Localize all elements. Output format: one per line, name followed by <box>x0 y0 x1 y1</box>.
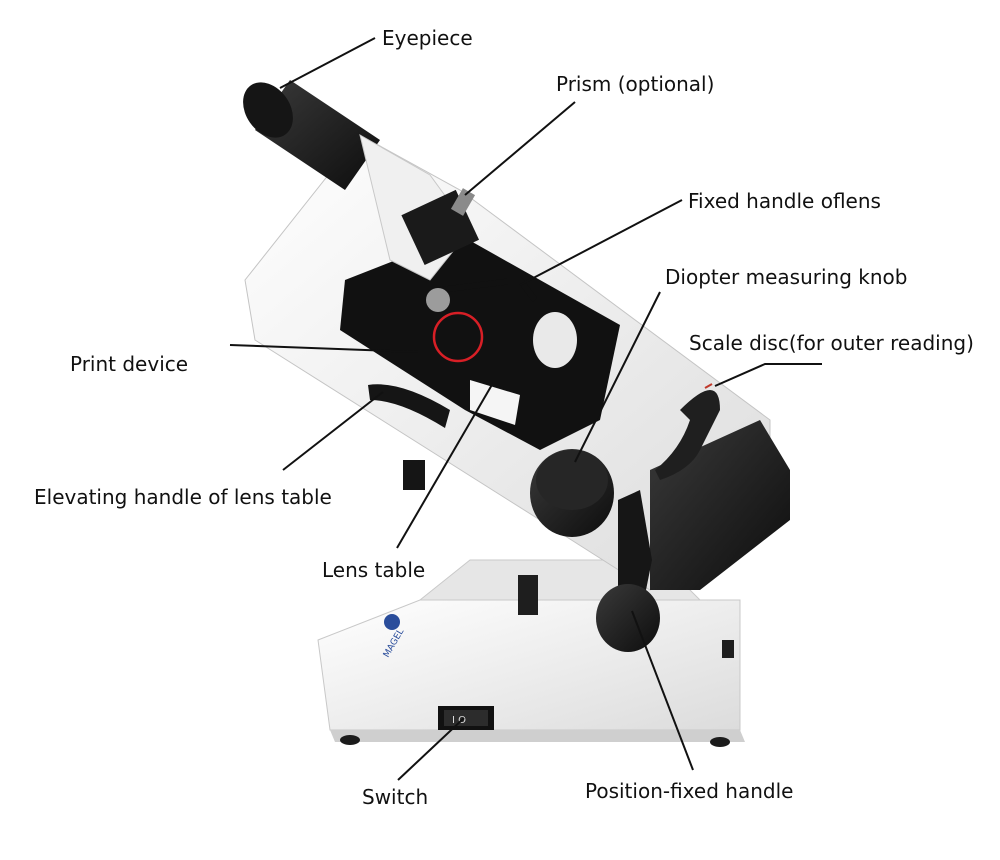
label-switch: Switch <box>362 785 429 809</box>
diopter-knob-shape <box>530 449 614 537</box>
leader-scale-disc <box>714 363 822 387</box>
label-fixed-handle: Fixed handle oflens <box>688 189 881 213</box>
lens-holder-arm <box>426 272 538 320</box>
label-position-fixed-handle: Position-fixed handle <box>585 779 794 803</box>
leader-print-device <box>229 344 419 353</box>
label-elevating-handle: Elevating handle of lens table <box>34 485 332 509</box>
position-fixed-handle-shape <box>596 490 660 652</box>
leader-position-fixed-handle <box>631 610 694 771</box>
leader-elevating-handle <box>282 391 384 471</box>
power-switch-body: I O <box>438 706 494 730</box>
main-body <box>244 134 790 591</box>
label-print-device: Print device <box>70 352 189 376</box>
leader-diopter-knob <box>574 291 661 463</box>
label-diopter-knob: Diopter measuring knob <box>665 265 908 289</box>
leader-lines <box>229 37 822 781</box>
leader-switch <box>397 717 465 781</box>
label-prism: Prism (optional) <box>556 72 715 96</box>
leader-fixed-handle <box>519 199 683 286</box>
elevating-handle-shape <box>368 384 450 490</box>
leader-lens-table <box>396 382 494 549</box>
leader-eyepiece <box>279 37 376 89</box>
highlight-circle <box>432 311 484 363</box>
label-eyepiece: Eyepiece <box>382 26 473 50</box>
svg-text:I O: I O <box>452 715 466 726</box>
eyepiece-assembly <box>243 80 480 281</box>
leader-prism <box>464 101 576 196</box>
label-scale-disc: Scale disc(for outer reading) <box>689 331 974 355</box>
label-lens-table: Lens table <box>322 558 426 582</box>
